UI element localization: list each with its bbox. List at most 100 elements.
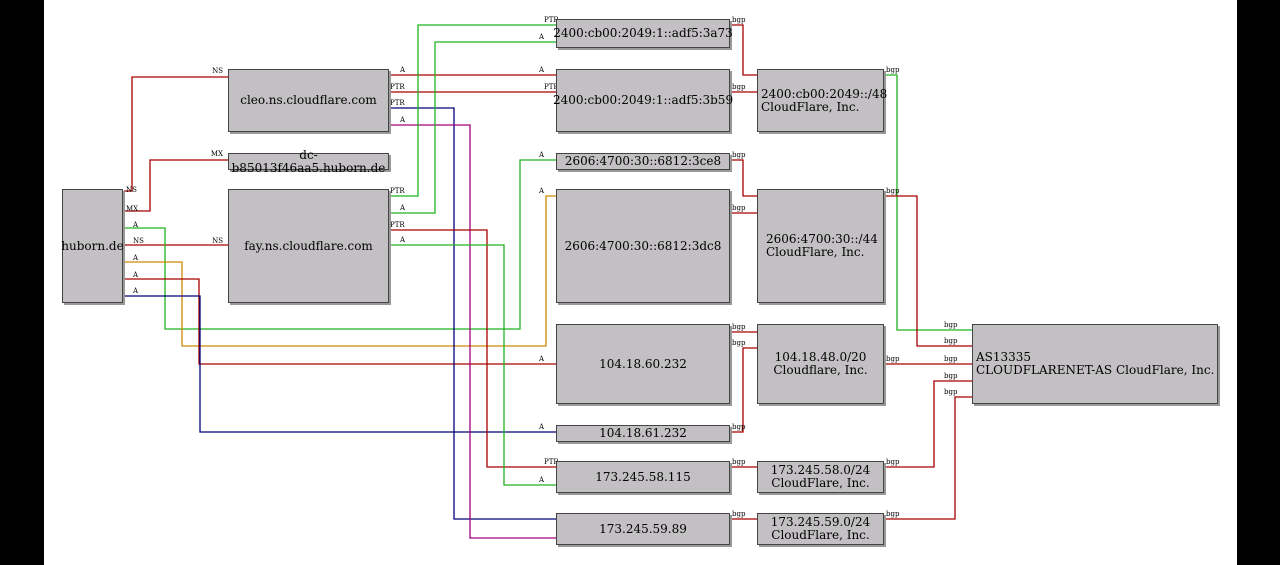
edge-label-bgp: bgp bbox=[944, 355, 958, 363]
edge-label-a: A bbox=[399, 236, 406, 244]
edge-27 bbox=[885, 396, 972, 520]
edge-20 bbox=[731, 347, 757, 433]
edge-label-a: A bbox=[538, 187, 545, 195]
edge-17 bbox=[731, 159, 757, 197]
node-net-173-58-prefix: 173.245.58.0/24 bbox=[770, 463, 871, 477]
edge-26 bbox=[885, 380, 972, 468]
node-ip-173-58-label: 173.245.58.115 bbox=[595, 469, 691, 484]
edge-label-ns: NS bbox=[126, 186, 137, 194]
edge-label-mx: MX bbox=[211, 150, 223, 158]
node-huborn[interactable]: huborn.de bbox=[61, 189, 124, 303]
node-net-2400-org: CloudFlare, Inc. bbox=[761, 99, 860, 114]
node-ip-173-58[interactable]: 173.245.58.115 bbox=[556, 461, 730, 493]
edge-label-bgp: bgp bbox=[944, 372, 958, 380]
edge-label-bgp: bgp bbox=[886, 510, 900, 518]
edge-label-ptr: PTR bbox=[544, 16, 559, 24]
edge-23 bbox=[885, 74, 972, 331]
node-ip-adf5-3b59[interactable]: 2400:cb00:2049:1::adf5:3b59 bbox=[552, 69, 734, 132]
edge-label-bgp: bgp bbox=[732, 323, 746, 331]
edge-10 bbox=[390, 124, 556, 539]
node-fay-label: fay.ns.cloudflare.com bbox=[244, 238, 373, 253]
node-ip-3ce8[interactable]: 2606:4700:30::6812:3ce8 bbox=[556, 153, 730, 170]
edge-label-bgp: bgp bbox=[732, 83, 746, 91]
edge-label-bgp: bgp bbox=[944, 321, 958, 329]
edge-label-a: A bbox=[132, 271, 139, 279]
edge-label-mx: MX bbox=[126, 205, 138, 213]
edge-3 bbox=[124, 159, 556, 330]
node-ip-104-61[interactable]: 104.18.61.232 bbox=[556, 425, 730, 442]
edge-label-bgp: bgp bbox=[732, 204, 746, 212]
edge-label-ptr: PTR bbox=[544, 83, 559, 91]
edge-label-ns: NS bbox=[133, 237, 144, 245]
node-ip-104-61-label: 104.18.61.232 bbox=[599, 426, 687, 440]
node-net-173-59-org: CloudFlare, Inc. bbox=[771, 528, 870, 542]
node-ip-173-59[interactable]: 173.245.59.89 bbox=[556, 513, 730, 545]
edge-label-a: A bbox=[132, 254, 139, 262]
edge-label-a: A bbox=[538, 66, 545, 74]
edge-11 bbox=[390, 24, 556, 197]
edge-label-a: A bbox=[132, 221, 139, 229]
node-ip-104-60-label: 104.18.60.232 bbox=[599, 356, 687, 371]
edge-label-a: A bbox=[399, 204, 406, 212]
edge-label-a: A bbox=[538, 33, 545, 41]
edge-12 bbox=[390, 41, 556, 214]
node-huborn-label: huborn.de bbox=[61, 238, 124, 253]
edge-label-bgp: bgp bbox=[732, 16, 746, 24]
node-ip-173-59-label: 173.245.59.89 bbox=[599, 521, 687, 536]
node-cleo-label: cleo.ns.cloudflare.com bbox=[240, 93, 377, 107]
edge-label-ptr: PTR bbox=[390, 187, 405, 195]
node-ip-adf5-3b59-label: 2400:cb00:2049:1::adf5:3b59 bbox=[552, 93, 734, 107]
edge-13 bbox=[390, 229, 556, 468]
node-cleo[interactable]: cleo.ns.cloudflare.com bbox=[228, 69, 389, 132]
edge-label-bgp: bgp bbox=[944, 388, 958, 396]
node-net-2606-prefix: 2606:4700:30::/44 bbox=[766, 232, 878, 246]
node-ip-3dc8[interactable]: 2606:4700:30::6812:3dc8 bbox=[556, 189, 730, 303]
node-ip-adf5-3a73-label: 2400:cb00:2049:1::adf5:3a73 bbox=[553, 26, 733, 40]
edge-label-a: A bbox=[399, 116, 406, 124]
edge-4 bbox=[124, 195, 556, 347]
node-dc[interactable]: dc-b85013f46aa5.huborn.de bbox=[228, 148, 389, 174]
edge-label-bgp: bgp bbox=[886, 355, 900, 363]
node-net-104-org: Cloudflare, Inc. bbox=[773, 363, 868, 377]
edge-0 bbox=[124, 76, 228, 192]
edge-24 bbox=[885, 195, 972, 347]
edge-label-bgp: bgp bbox=[732, 339, 746, 347]
edge-label-a: A bbox=[132, 287, 139, 295]
edge-label-a: A bbox=[538, 151, 545, 159]
edge-label-ns: NS bbox=[212, 67, 223, 75]
edge-1 bbox=[124, 159, 228, 212]
node-net-2400-prefix: 2400:cb00:2049::/48 bbox=[761, 86, 888, 101]
node-net-173-58-org: CloudFlare, Inc. bbox=[771, 476, 870, 490]
node-net-2606-org: CloudFlare, Inc. bbox=[766, 245, 865, 259]
node-ip-3dc8-label: 2606:4700:30::6812:3dc8 bbox=[564, 238, 722, 253]
node-ip-3ce8-label: 2606:4700:30::6812:3ce8 bbox=[564, 154, 722, 168]
node-as13335-number: AS13335 bbox=[976, 350, 1032, 364]
edge-label-a: A bbox=[538, 476, 545, 484]
node-ip-104-60[interactable]: 104.18.60.232 bbox=[556, 324, 730, 404]
node-ip-adf5-3a73[interactable]: 2400:cb00:2049:1::adf5:3a73 bbox=[553, 19, 733, 48]
edge-9 bbox=[390, 107, 556, 520]
edge-label-a: A bbox=[538, 355, 545, 363]
edge-label-ptr: PTR bbox=[390, 83, 405, 91]
node-fay[interactable]: fay.ns.cloudflare.com bbox=[228, 189, 389, 303]
edge-6 bbox=[124, 295, 556, 433]
edge-label-bgp: bgp bbox=[732, 510, 746, 518]
edge-label-bgp: bgp bbox=[732, 423, 746, 431]
edge-label-bgp: bgp bbox=[886, 458, 900, 466]
edge-label-a: A bbox=[399, 66, 406, 74]
edge-label-ptr: PTR bbox=[390, 99, 405, 107]
edge-label-bgp: bgp bbox=[944, 337, 958, 345]
edge-14 bbox=[390, 244, 556, 486]
edge-label-bgp: bgp bbox=[886, 187, 900, 195]
